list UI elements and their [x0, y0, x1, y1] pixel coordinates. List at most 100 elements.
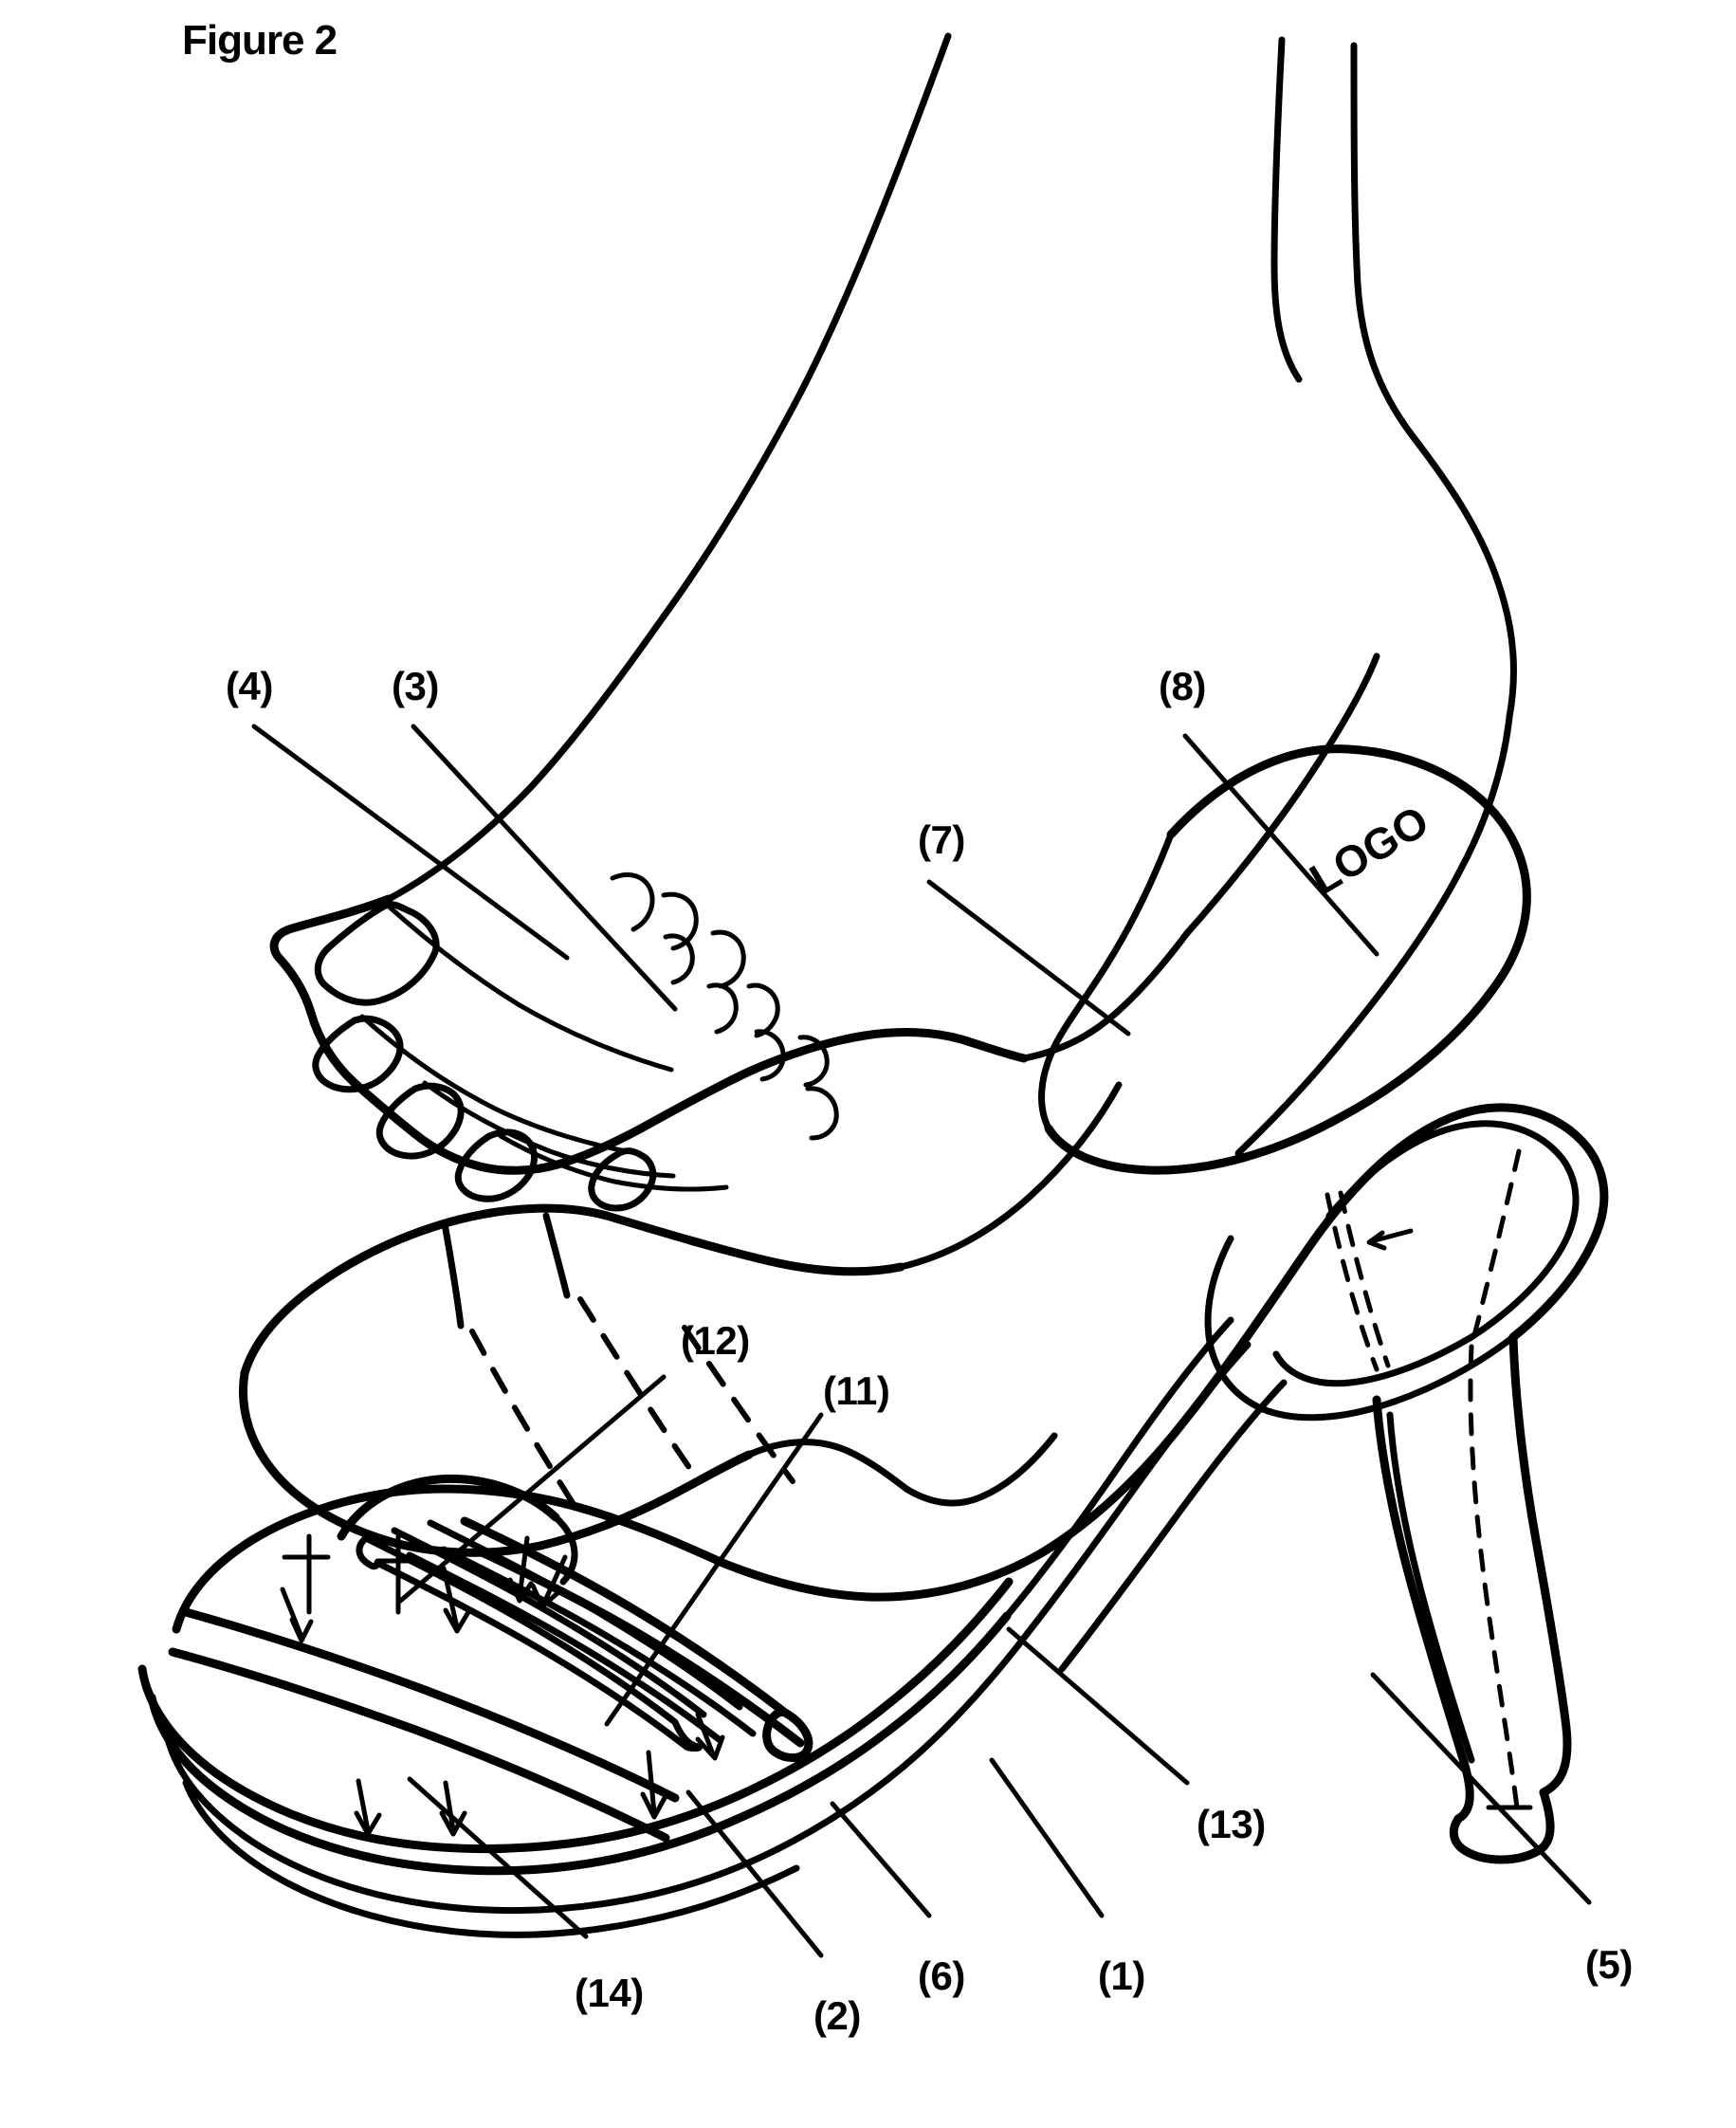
sole-assembly-group [137, 1103, 1609, 1938]
dim-arrow-4-line [541, 1554, 568, 1605]
insole-outline-left [1038, 831, 1175, 1132]
heel-front-inner-line [1386, 1411, 1475, 1764]
dim-arrow-8-head [695, 1734, 725, 1761]
knuckle-arc-7 [754, 1029, 786, 1082]
ankle-front-curve [1183, 652, 1380, 937]
reference-number-8: (8) [1159, 664, 1206, 708]
ridge-b-bottom [406, 1551, 722, 1743]
reference-number-14: (14) [575, 1971, 644, 2015]
leg-front-line [660, 32, 952, 620]
leader-1 [989, 1757, 1105, 1918]
knuckle-arc-5 [706, 982, 739, 1035]
knuckle-arc-6 [746, 982, 780, 1038]
vamp-bottom-edge-left [239, 1368, 545, 1557]
outsole-deep-bottom [463, 1864, 800, 1938]
heel-hidden-axis-lower [1468, 1344, 1520, 1810]
sole-layer2-arch [1003, 1316, 1234, 1620]
toenail-4 [454, 1128, 538, 1202]
strap-seam-1 [442, 1225, 465, 1330]
leader-4 [251, 724, 570, 961]
ridge-d-endcap [762, 1708, 813, 1762]
dim-arrow-8-line [695, 1712, 716, 1757]
dim-arrow-4-head [530, 1583, 560, 1609]
toe-crease-3 [422, 1080, 676, 1179]
vamp-notch-curve [745, 1439, 910, 1493]
heel-seat-arrowhead [1366, 1230, 1387, 1251]
sole-layer3-left [137, 1664, 384, 1844]
dim-arrow-3-line [517, 1535, 530, 1600]
sandal-upper-group [239, 1081, 1123, 1557]
foot-top-line [385, 613, 667, 903]
sole-top-rim-toe-left [172, 1486, 411, 1634]
leg-outline-group [660, 32, 1517, 721]
sole-top-rim-mid [718, 1549, 1046, 1602]
dimension-arrow-group [280, 1535, 725, 1837]
toe-crease-2 [359, 1014, 640, 1156]
toenail-2 [312, 1015, 404, 1093]
leader-13 [1006, 1626, 1190, 1786]
vamp-top-edge [240, 1203, 612, 1378]
heel-tip-cap [1449, 1788, 1555, 1864]
strap-seam-2 [542, 1212, 571, 1299]
cross-band-2 [168, 1647, 670, 1843]
toenail-1 [314, 901, 440, 1006]
heel-seat-arrow-tick [1372, 1228, 1414, 1243]
leader-3 [411, 724, 678, 1012]
dim-arrow-2-line [441, 1566, 460, 1630]
ridge-d-bottom [475, 1547, 805, 1748]
cross-band-1 [181, 1607, 680, 1803]
dim-arrow-1-head [289, 1617, 314, 1643]
reference-number-4: (4) [226, 664, 273, 708]
sole-ridge-detail-group [168, 1474, 813, 1843]
reference-number-12: (12) [681, 1318, 750, 1363]
figure-title: Figure 2 [182, 17, 338, 64]
sole-top-rim-heel-back [1508, 1126, 1609, 1342]
heel-front-line [1372, 1395, 1474, 1824]
ridge-b-top [391, 1527, 707, 1718]
heel-cup-line-3 [1272, 1333, 1475, 1387]
leader-11 [604, 1412, 824, 1727]
hidden-seam-1 [469, 1329, 577, 1509]
leader-8 [1182, 733, 1380, 957]
sole-layer2-right [733, 1611, 1012, 1824]
vamp-bottom-edge-right [536, 1450, 754, 1550]
hidden-seam-3 [682, 1325, 795, 1484]
knuckle-arc-2 [661, 891, 699, 951]
outsole-lip-left [163, 1732, 430, 1908]
leader-2 [685, 1789, 824, 1958]
dim-arrow-3-head [507, 1577, 534, 1604]
sole-layer3-right [733, 1577, 1014, 1801]
outsole-lip-bottom [423, 1845, 781, 1915]
sole-layer3-bottom [375, 1791, 742, 1854]
ridge-a-bottom [374, 1559, 690, 1751]
ridge-a-endcap [671, 1718, 703, 1752]
knuckle-arc-8 [797, 1035, 830, 1088]
heel-group [1325, 1148, 1572, 1864]
dim-arrow-5-head [354, 1810, 382, 1837]
heel-back-line [1508, 1332, 1572, 1797]
leader-5 [1370, 1672, 1592, 1905]
knuckle-arc-4 [710, 929, 746, 989]
heel-seat-hidden-1 [1325, 1192, 1380, 1372]
heel-cup-line-1 [1325, 1120, 1566, 1220]
dim-arrow-6-head [439, 1810, 467, 1837]
reference-number-1: (1) [1098, 1954, 1145, 1998]
reference-number-2: (2) [813, 1993, 861, 2038]
ridge-d-top [460, 1516, 790, 1717]
outsole-deep-left [182, 1779, 470, 1936]
ridge-c-bottom [440, 1546, 757, 1737]
toenail-3 [375, 1082, 465, 1160]
reference-number-13: (13) [1197, 1802, 1266, 1846]
reference-number-5: (5) [1585, 1942, 1633, 1987]
foot-sole-outline [269, 894, 1029, 1175]
hidden-seam-2 [577, 1296, 695, 1475]
toe-crease-4 [498, 1133, 729, 1192]
leader-14 [407, 1776, 589, 1939]
arch-lower-line [1024, 1341, 1252, 1637]
vamp-upper-right-edge [602, 1211, 905, 1276]
ridge-a-cap [356, 1534, 381, 1570]
reference-number-7: (7) [918, 817, 965, 862]
dim-arrow-5-line [356, 1778, 371, 1833]
